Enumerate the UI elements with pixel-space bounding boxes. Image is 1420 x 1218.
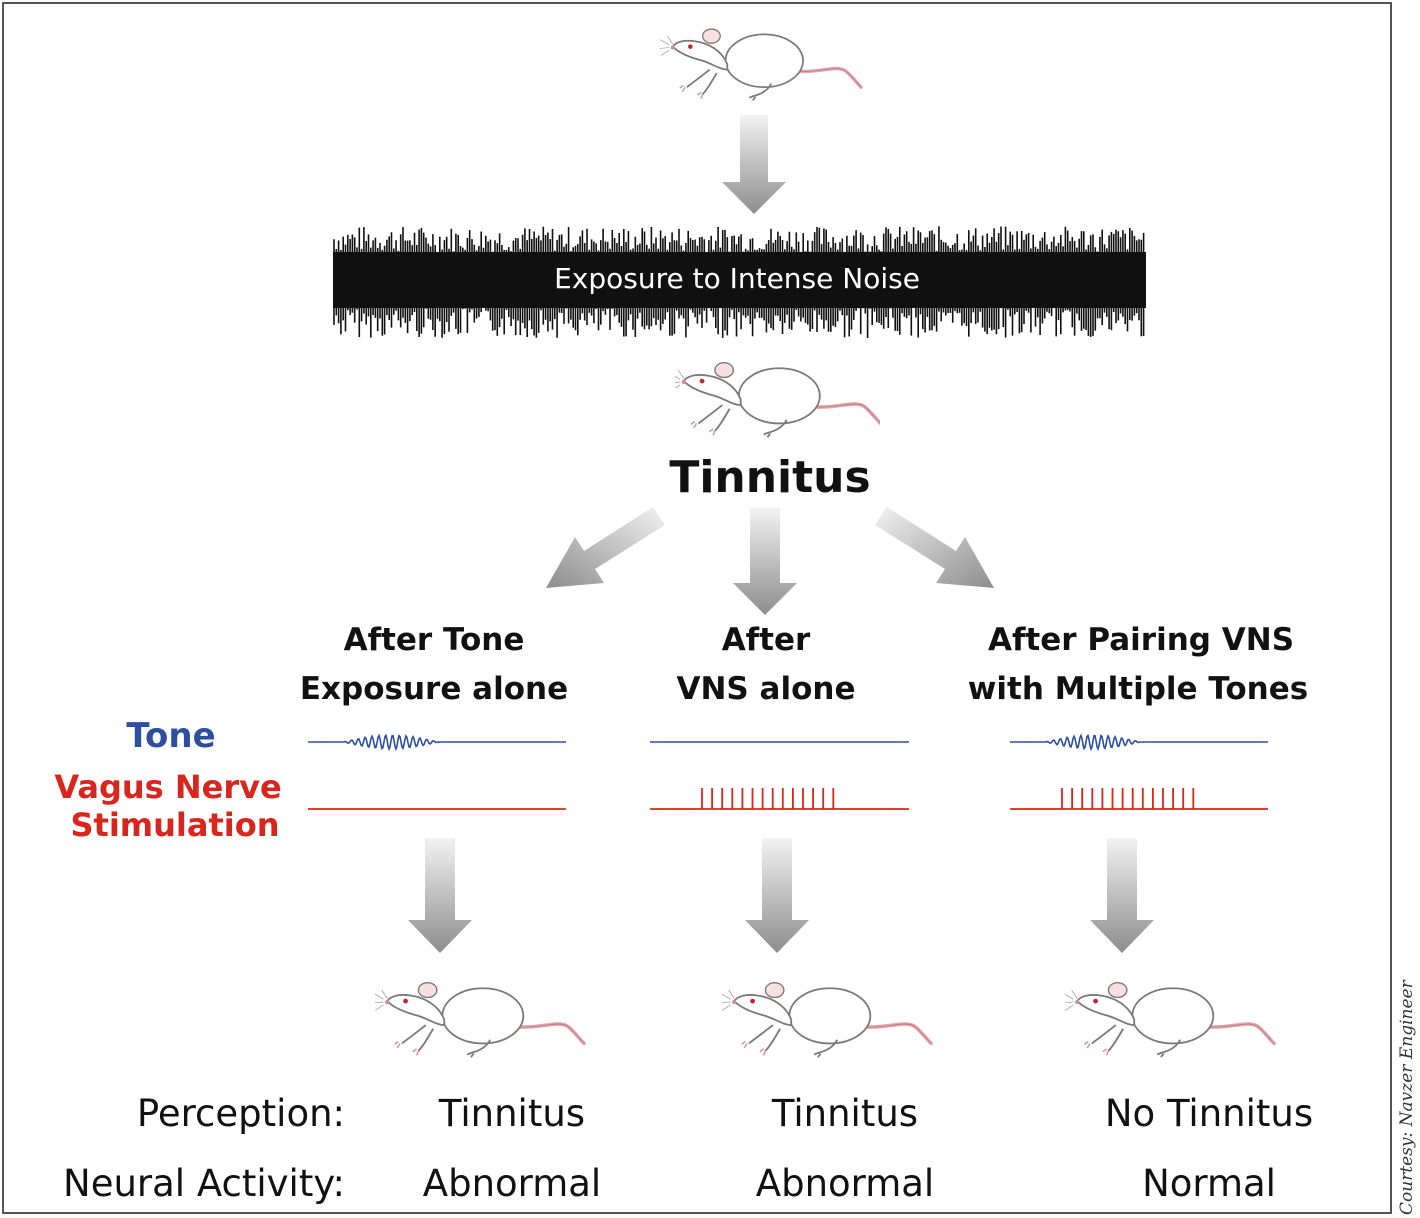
rat-top-illustration	[657, 27, 864, 103]
branch-2-perception: Tinnitus	[771, 1092, 918, 1135]
arrow-center-branch	[733, 508, 797, 615]
tinnitus-title: Tinnitus	[669, 452, 870, 503]
neural-activity-row-label: Neural Activity:	[63, 1162, 345, 1205]
noise-waveform	[333, 226, 1146, 338]
branch-3-perception: No Tinnitus	[1105, 1092, 1313, 1135]
rat-outcome-3-illustration	[1065, 980, 1276, 1060]
branch-3-heading-line1: After Pairing VNS	[988, 622, 1294, 658]
perception-row-label: Perception:	[137, 1092, 345, 1135]
arrow-right-branch	[875, 507, 994, 588]
branch-1-heading-line2: Exposure alone	[300, 671, 568, 707]
vns-trace-branch-3	[1010, 788, 1268, 810]
legend-vns-label-line1: Vagus Nerve	[54, 768, 281, 806]
rat-outcome-1-illustration	[375, 980, 586, 1060]
branch-1-neural-activity: Abnormal	[423, 1162, 601, 1205]
tone-trace-branch-3	[1010, 733, 1268, 752]
branch-2-neural-activity: Abnormal	[756, 1162, 934, 1205]
signal-traces	[308, 733, 1268, 810]
figure-frame	[2, 2, 1392, 1214]
branch-3-heading-line2: with Multiple Tones	[968, 671, 1308, 707]
arrow-to-noise	[722, 115, 786, 214]
tone-trace-branch-1	[308, 733, 566, 752]
branch-3-neural-activity: Normal	[1142, 1162, 1276, 1205]
branch-1-heading-line1: After Tone	[344, 622, 525, 658]
vns-trace-branch-2	[650, 788, 909, 810]
legend-vns-label-line2: Stimulation	[70, 806, 279, 844]
noise-label: Exposure to Intense Noise	[554, 262, 920, 295]
rat-outcome-2-illustration	[722, 980, 933, 1060]
arrow-down-branch-1	[408, 838, 472, 953]
branch-2-heading-line1: After	[722, 622, 811, 658]
arrow-down-branch-2	[745, 838, 809, 953]
image-credit: Courtesy: Navzer Engineer	[1397, 980, 1417, 1215]
branch-1-perception: Tinnitus	[438, 1092, 585, 1135]
legend-tone-label: Tone	[126, 716, 215, 756]
rat-tinnitus-illustration	[675, 360, 880, 440]
arrow-down-branch-3	[1090, 838, 1154, 953]
arrow-left-branch	[546, 507, 665, 588]
branch-2-heading-line2: VNS alone	[677, 671, 856, 707]
